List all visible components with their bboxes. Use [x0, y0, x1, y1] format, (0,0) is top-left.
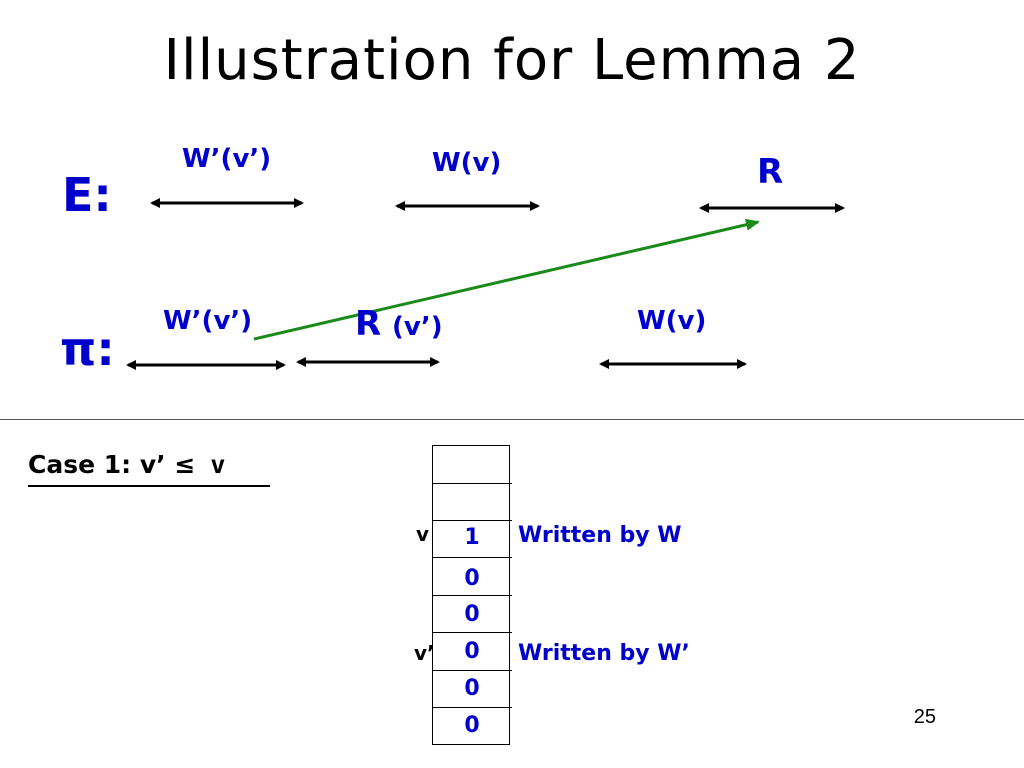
slide-title: Illustration for Lemma 2 — [163, 28, 861, 93]
e-op1-label: W’(v’) — [182, 144, 272, 174]
interval-arrows — [126, 198, 845, 370]
index-label-v: v — [416, 522, 430, 546]
case-underline — [28, 485, 270, 487]
row-label-e: E: — [62, 168, 112, 222]
memory-cell-v: 1 — [464, 525, 480, 550]
memory-cell: 0 — [464, 566, 480, 591]
page-number: 25 — [913, 706, 936, 728]
pi-op1-label: W’(v’) — [163, 306, 253, 336]
memory-cell: 0 — [464, 676, 480, 701]
case-var: v — [195, 450, 226, 479]
case-prefix: Case 1: v’ — [28, 450, 175, 479]
cell-divider — [432, 632, 512, 633]
cell-divider — [432, 707, 512, 708]
case-heading: Case 1: v’ ≤ v — [28, 450, 225, 479]
note-written-by-w: Written by W — [518, 523, 682, 548]
memory-cell-v-prime: 0 — [464, 639, 480, 664]
e-op2-label: W(v) — [432, 148, 502, 178]
section-divider — [0, 419, 1024, 420]
index-label-v-prime: v’ — [414, 641, 435, 665]
cell-divider — [432, 557, 512, 558]
pi-op3-label: W(v) — [637, 306, 707, 336]
cell-divider — [432, 520, 512, 521]
cell-divider — [432, 670, 512, 671]
pi-op2-label-sub: (v’) — [392, 312, 443, 342]
e-op3-label: R — [757, 152, 784, 192]
leq-symbol: ≤ — [174, 450, 196, 479]
note-written-by-w-prime: Written by W’ — [518, 641, 690, 666]
cell-divider — [432, 595, 512, 596]
cell-divider — [432, 483, 512, 484]
memory-array: 1 0 0 0 0 0 — [432, 445, 512, 745]
memory-cell: 0 — [464, 602, 480, 627]
pi-op2-label-main: R — [355, 304, 382, 344]
row-label-pi: π: — [60, 322, 115, 376]
memory-cell: 0 — [464, 713, 480, 738]
reads-from-arrow — [253, 218, 760, 341]
